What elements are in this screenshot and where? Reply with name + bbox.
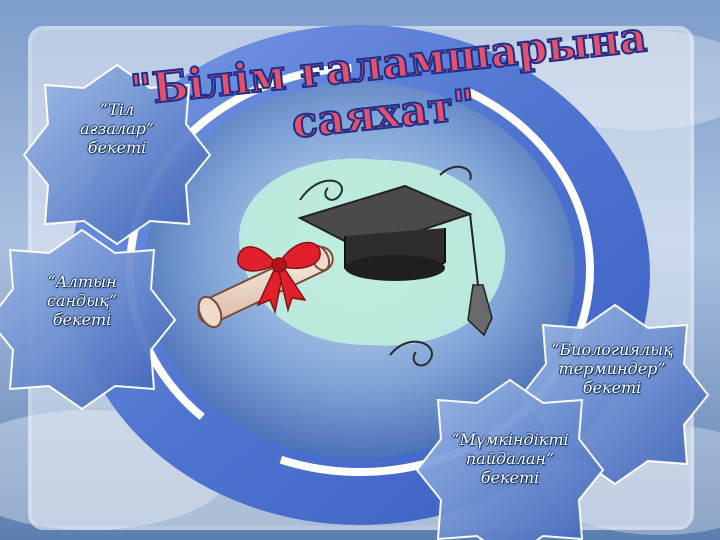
station-chance-line3: бекеті — [480, 468, 540, 487]
station-chance-line2: пайдалан” — [465, 449, 555, 468]
station-label-tree: “Тіл ағзалар” бекеті — [62, 100, 172, 157]
station-bio-line3: бекеті — [582, 378, 642, 397]
station-bio-line1: “Биологиялық — [551, 340, 673, 359]
station-label-chest: “Алтын сандық” бекеті — [22, 272, 142, 329]
station-chest-line2: сандық” — [46, 291, 118, 310]
station-chance-line1: “Мүмкіндікті — [451, 430, 569, 449]
station-bio-line2: терминдер” — [558, 359, 666, 378]
station-star-chance[interactable] — [415, 378, 605, 540]
station-chest-line3: бекеті — [52, 310, 112, 329]
station-tree-line1: “Тіл — [99, 100, 135, 119]
station-label-bio: “Биологиялық терминдер” бекеті — [542, 340, 682, 397]
station-tree-line3: бекеті — [87, 138, 147, 157]
station-tree-line2: ағзалар” — [79, 119, 155, 138]
station-label-chance: “Мүмкіндікті пайдалан” бекеті — [440, 430, 580, 487]
graduation-cap-icon — [297, 184, 493, 337]
station-star-chest[interactable] — [0, 228, 177, 411]
station-star-tree[interactable] — [22, 63, 212, 246]
station-chest-line1: “Алтын — [47, 272, 117, 291]
swirl-decoration — [299, 165, 472, 367]
ribbon-bow-icon — [237, 241, 321, 315]
